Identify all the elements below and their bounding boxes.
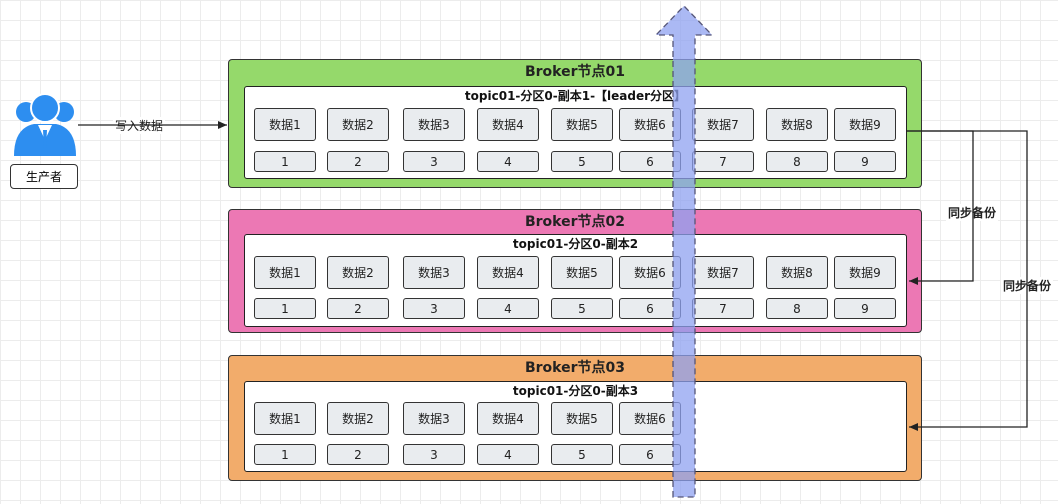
data-cell: 数据5 <box>551 402 613 435</box>
data-cell: 数据7 <box>692 108 754 141</box>
broker-title: Broker节点02 <box>524 214 625 230</box>
offset-cell: 2 <box>327 151 389 172</box>
sync-arrow-to-03 <box>907 130 1028 431</box>
data-cell: 数据6 <box>619 108 681 141</box>
data-cell: 数据8 <box>766 108 828 141</box>
data-cell: 数据4 <box>477 256 539 289</box>
offset-cell: 1 <box>254 151 316 172</box>
offset-cell: 5 <box>551 151 613 172</box>
sync-label-1: 同步备份 <box>946 204 999 221</box>
offset-cell: 9 <box>834 151 896 172</box>
data-cell: 数据6 <box>619 402 681 435</box>
offset-cell: 4 <box>477 298 539 319</box>
producer-label: 生产者 <box>25 170 62 184</box>
partition-title: topic01-分区0-副本3 <box>512 384 639 398</box>
data-cell: 数据1 <box>254 256 316 289</box>
offset-cell: 6 <box>619 151 681 172</box>
offset-cell: 5 <box>551 444 613 465</box>
offset-cell: 1 <box>254 444 316 465</box>
data-cell: 数据8 <box>766 256 828 289</box>
offset-cell: 2 <box>327 298 389 319</box>
offset-cell: 9 <box>834 298 896 319</box>
partition-title: topic01-分区0-副本1-【leader分区】 <box>464 89 687 103</box>
offset-cell: 3 <box>403 298 465 319</box>
offset-cell: 4 <box>477 444 539 465</box>
data-cell: 数据4 <box>477 402 539 435</box>
offset-cell: 3 <box>403 444 465 465</box>
broker-title: Broker节点03 <box>524 360 625 376</box>
data-cell: 数据6 <box>619 256 681 289</box>
data-cell: 数据1 <box>254 402 316 435</box>
data-cell: 数据3 <box>403 402 465 435</box>
data-cell: 数据4 <box>477 108 539 141</box>
broker-title: Broker节点01 <box>524 64 625 80</box>
data-cell: 数据1 <box>254 108 316 141</box>
data-cell: 数据9 <box>834 108 896 141</box>
offset-cell: 1 <box>254 298 316 319</box>
data-cell: 数据7 <box>692 256 754 289</box>
offset-cell: 3 <box>403 151 465 172</box>
data-cell: 数据3 <box>403 256 465 289</box>
offset-cell: 6 <box>619 298 681 319</box>
offset-cell: 5 <box>551 298 613 319</box>
producer-label-box: 生产者 <box>10 164 78 189</box>
data-cell: 数据5 <box>551 108 613 141</box>
data-cell: 数据2 <box>327 256 389 289</box>
data-cell: 数据3 <box>403 108 465 141</box>
offset-cell: 8 <box>766 151 828 172</box>
offset-cell: 2 <box>327 444 389 465</box>
offset-cell: 4 <box>477 151 539 172</box>
data-cell: 数据9 <box>834 256 896 289</box>
offset-cell: 8 <box>766 298 828 319</box>
data-cell: 数据2 <box>327 402 389 435</box>
data-cell: 数据2 <box>327 108 389 141</box>
data-cell: 数据5 <box>551 256 613 289</box>
partition-title: topic01-分区0-副本2 <box>512 237 639 251</box>
